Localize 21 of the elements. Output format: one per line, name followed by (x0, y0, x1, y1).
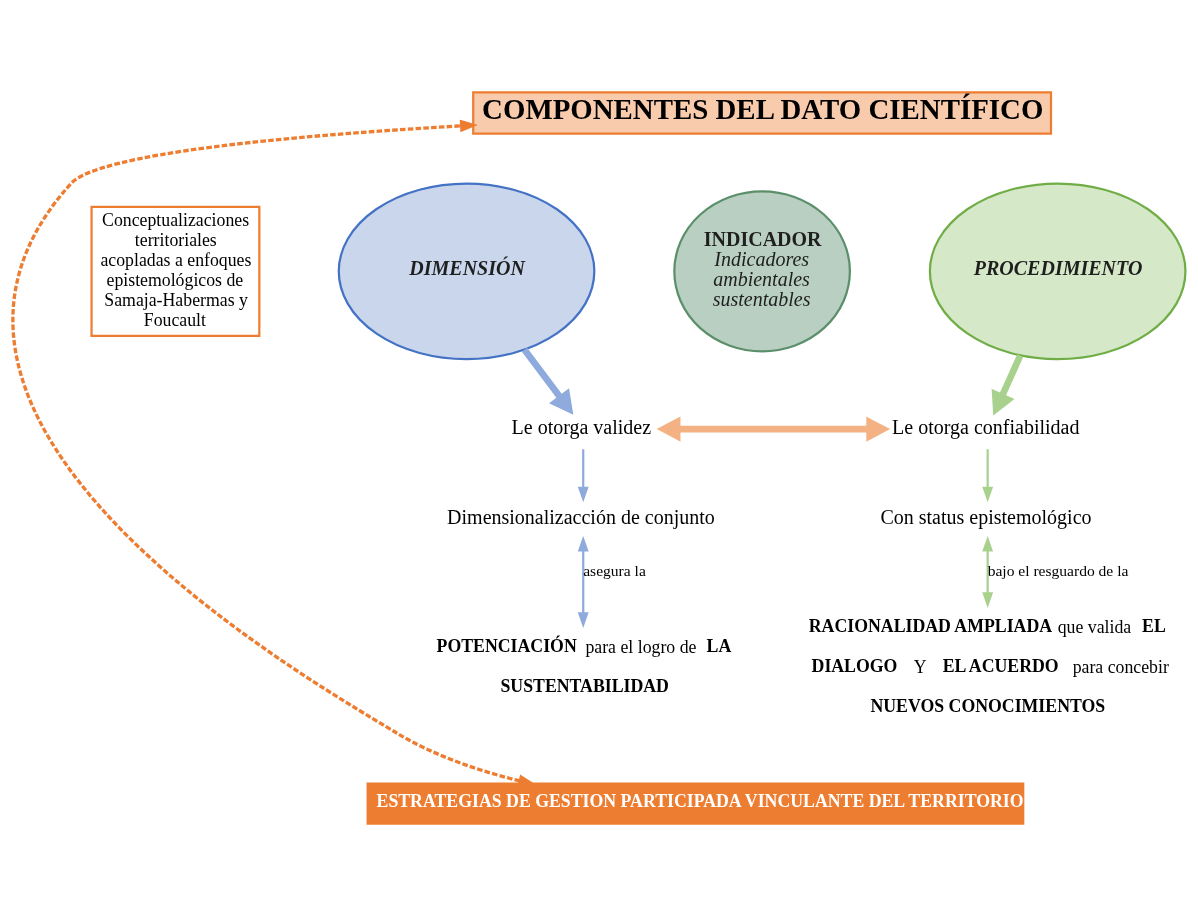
node-box: Conceptualizaciones territoriales acopladas a enfoques epistemológicos de Samaja-Habermas y Foucault (90, 205, 261, 337)
node-box: ESTRATEGIAS DE GESTION PARTICIPADA VINCULANTE DEL TERRITORIO (366, 782, 1025, 825)
edge-label: asegura la (583, 562, 646, 579)
arrow (982, 449, 994, 503)
node-circle: INDICADOR Indicadores ambientales sustentables (673, 190, 851, 353)
arrow (656, 416, 891, 442)
node-text: Dimensionalizacción de conjunto (447, 506, 715, 528)
node-ellipse: DIMENSIÓN (337, 182, 596, 361)
arrow (982, 535, 994, 608)
node-box: COMPONENTES DEL DATO CIENTÍFICO (472, 91, 1053, 135)
edge-label: bajo el resguardo de la (987, 562, 1129, 579)
arrow (521, 347, 574, 415)
node-text: Le otorga confiabilidad (892, 416, 1080, 438)
node-text: Con status epistemológico (880, 506, 1092, 528)
arrow (577, 535, 589, 628)
node-ellipse: PROCEDIMIENTO (928, 182, 1187, 361)
node-text: POTENCIACIÓN para el logro de LA SUSTENTABILIDAD (436, 636, 732, 697)
arrow (577, 449, 589, 503)
node-text: Le otorga validez (511, 416, 652, 438)
node-text: RACIONALIDAD AMPLIADA que valida EL DIALOGO Y EL ACUERDO para concebir NUEVOS CONOCIMIENTOS (808, 616, 1169, 717)
arrow (991, 354, 1024, 416)
